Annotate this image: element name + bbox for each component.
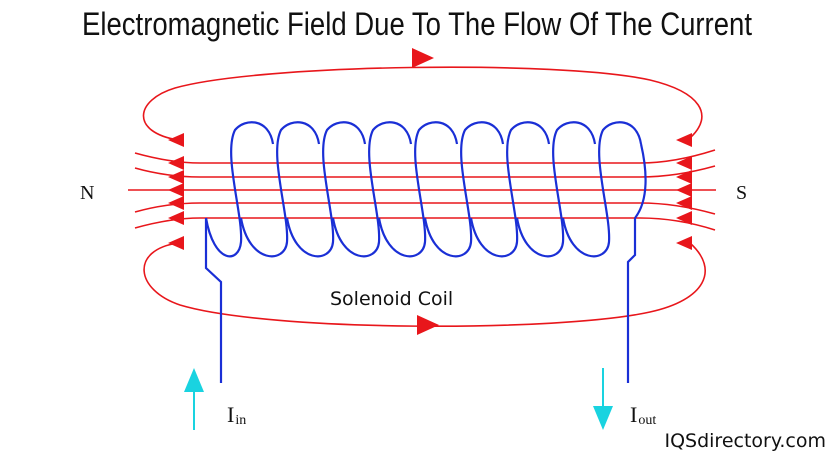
- current-arrows: [184, 368, 613, 430]
- current-in-symbol: I: [227, 402, 235, 427]
- arrow-right-2: [676, 170, 692, 184]
- field-loop-top: [142, 66, 703, 141]
- arrow-left-bottom: [168, 236, 184, 250]
- coil-lead-in: [204, 218, 223, 383]
- arrow-right-bottom: [676, 236, 692, 250]
- coil-turn: [331, 121, 413, 258]
- arrow-bottom-loop: [417, 315, 439, 335]
- coil-turn: [515, 121, 597, 258]
- arrow-left-3: [168, 183, 184, 197]
- internal-field-lines: [128, 149, 716, 231]
- diagram-title: Electromagnetic Field Due To The Flow Of…: [82, 6, 752, 42]
- coil-turn: [469, 121, 551, 258]
- arrow-right-4: [676, 196, 692, 210]
- watermark: IQSdirectory.com: [664, 430, 826, 452]
- field-direction-arrows: [168, 48, 692, 335]
- coil-turn-end: [634, 143, 647, 219]
- south-pole-label: S: [736, 182, 748, 204]
- field-line-4: [134, 202, 716, 215]
- coil-turn: [377, 121, 459, 258]
- current-out-subscript: out: [638, 413, 657, 428]
- current-in-subscript: in: [235, 413, 247, 428]
- current-out-symbol: I: [630, 402, 638, 427]
- coil-turn: [204, 121, 275, 258]
- field-line-1: [134, 149, 716, 164]
- current-out-arrowhead: [593, 406, 613, 430]
- current-in-label: Iin: [227, 402, 246, 429]
- coil-turn: [561, 121, 643, 258]
- current-in-arrowhead: [184, 368, 204, 392]
- field-loop-bottom: [143, 242, 706, 328]
- coil-turn: [423, 121, 505, 258]
- field-line-2: [134, 165, 716, 178]
- solenoid-coil: [204, 121, 647, 383]
- arrow-left-2: [168, 170, 184, 184]
- solenoid-coil-label: Solenoid Coil: [330, 288, 454, 310]
- arrow-left-5: [168, 211, 184, 225]
- arrow-right-1: [676, 156, 692, 170]
- coil-lead-out: [626, 218, 637, 383]
- arrow-left-top: [168, 133, 184, 147]
- arrow-top-loop: [412, 48, 434, 68]
- north-pole-label: N: [80, 182, 95, 204]
- arrow-right-5: [676, 211, 692, 225]
- arrow-right-3: [676, 183, 692, 197]
- current-out-label: Iout: [630, 402, 656, 429]
- arrow-left-4: [168, 196, 184, 210]
- arrow-left-1: [168, 156, 184, 170]
- coil-turn: [285, 121, 367, 258]
- arrow-right-top: [676, 133, 692, 147]
- coil-turn: [239, 121, 321, 258]
